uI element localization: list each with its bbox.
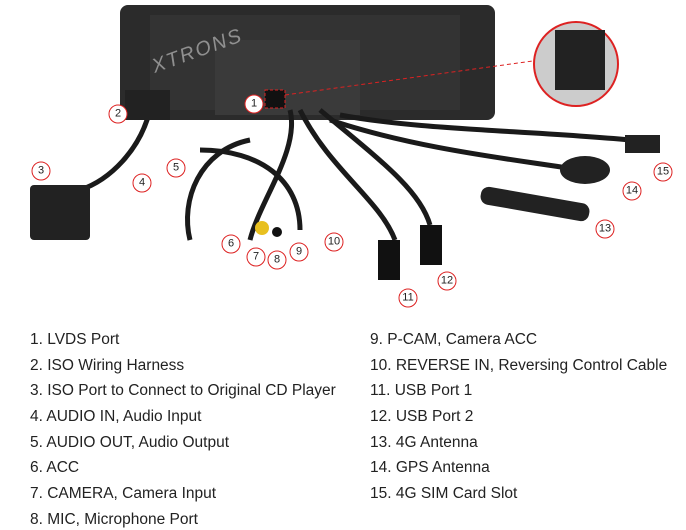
legend-item: 14. GPS Antenna: [370, 459, 490, 477]
callout-11: 11: [398, 288, 418, 308]
legend-item: 9. P-CAM, Camera ACC: [370, 331, 538, 348]
iso-harness: [125, 90, 170, 120]
legend-item: 13. 4G Antenna: [370, 433, 478, 451]
callout-5: 5: [166, 158, 186, 178]
lvds-port: [264, 89, 286, 109]
legend-item: 15. 4G SIM Card Slot: [370, 485, 518, 503]
callout-4: 4: [132, 173, 152, 193]
legend-item: 11. USB Port 1: [370, 382, 473, 400]
usb-port-2: [420, 225, 442, 265]
cables: [79, 108, 631, 241]
iso-connector: [30, 185, 90, 240]
legend-right: 9. P-CAM, Camera ACC 10. REVERSE IN, Rev…: [370, 327, 667, 507]
callout-7: 7: [246, 247, 266, 267]
callout-2: 2: [108, 104, 128, 124]
legend-item: 1. LVDS Port: [30, 331, 120, 348]
legend-item: 12. USB Port 2: [370, 408, 474, 426]
callout-13: 13: [595, 219, 615, 239]
legend-item: 3. ISO Port to Connect to Original CD Pl…: [30, 382, 336, 400]
usb-port-1: [378, 240, 400, 280]
callout-3: 3: [31, 161, 51, 181]
callout-1: 1: [244, 94, 264, 114]
callout-15: 15: [653, 162, 673, 182]
sim-slot: [625, 135, 660, 153]
legend-item: 4. AUDIO IN, Audio Input: [30, 408, 202, 426]
legend-left: 1. LVDS Port 2. ISO Wiring Harness 3. IS…: [30, 327, 336, 530]
legend-item: 8. MIC, Microphone Port: [30, 510, 198, 528]
callout-14: 14: [622, 181, 642, 201]
callout-12: 12: [437, 271, 457, 291]
callout-10: 10: [324, 232, 344, 252]
gps-antenna: [560, 156, 610, 184]
legend-item: 2. ISO Wiring Harness: [30, 356, 185, 374]
legend-item: 5. AUDIO OUT, Audio Output: [30, 433, 230, 451]
product-photo: [30, 5, 660, 280]
callout-8: 8: [267, 250, 287, 270]
legend-item: 7. CAMERA, Camera Input: [30, 485, 217, 503]
callout-9: 9: [289, 242, 309, 262]
4g-antenna: [480, 186, 590, 222]
legend-item: 6. ACC: [30, 459, 80, 477]
legend-item: 10. REVERSE IN, Reversing Control Cable: [370, 356, 668, 374]
callout-6: 6: [221, 234, 241, 254]
